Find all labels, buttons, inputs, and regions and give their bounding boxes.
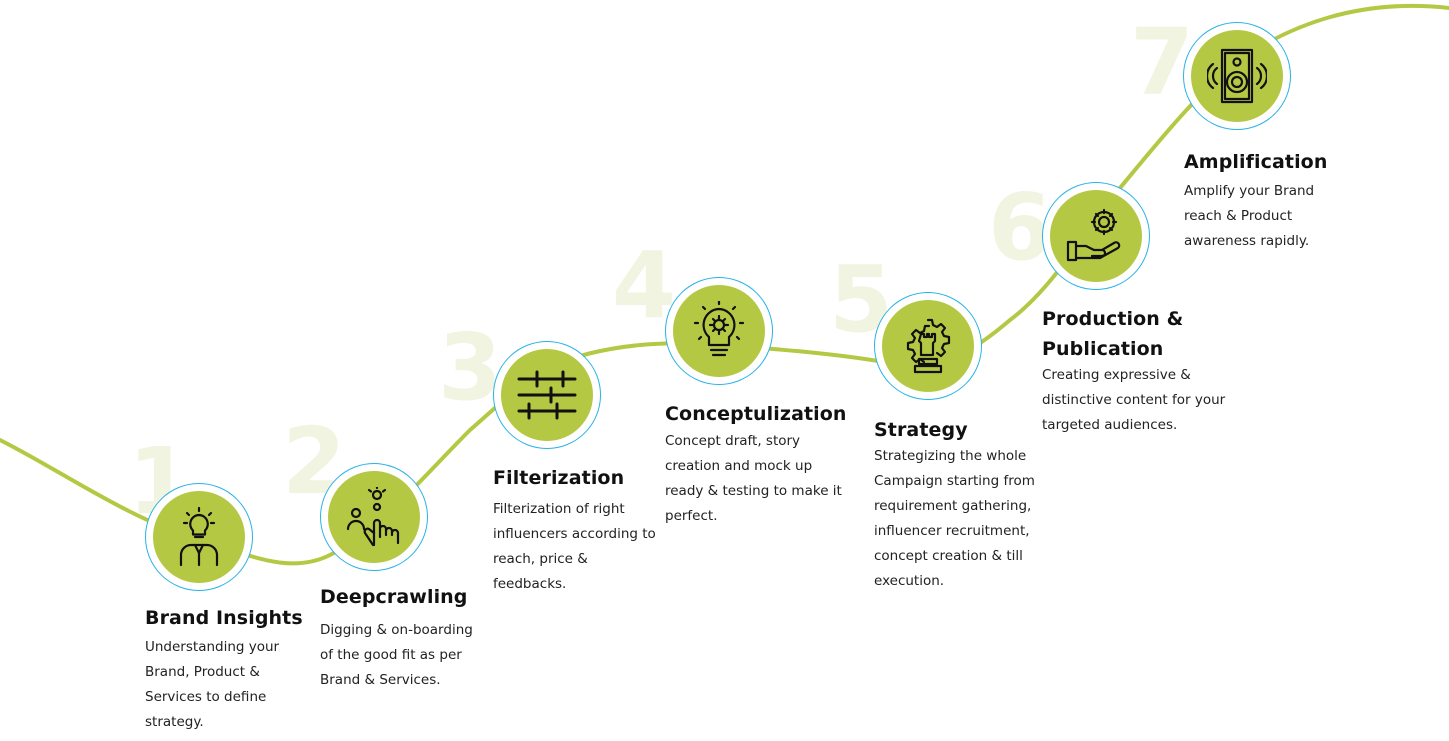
step-3-number: 3 xyxy=(438,314,503,421)
step-5-title: Strategy xyxy=(874,419,968,441)
step-6-title: Production & Publication xyxy=(1042,308,1184,360)
lightbulb-gear-icon xyxy=(693,301,745,357)
step-6-description: Creating expressive & distinctive conten… xyxy=(1042,367,1226,433)
gear-chess-rook-icon xyxy=(906,318,951,374)
idea-person-icon xyxy=(179,507,219,567)
speaker-icon xyxy=(1207,48,1267,104)
step-7-title: Amplification xyxy=(1184,151,1328,173)
step-5-description: Strategizing the whole Campaign starting… xyxy=(874,448,1035,589)
step-7-node xyxy=(1183,22,1291,130)
step-2-description: Digging & on-boarding of the good fit as… xyxy=(320,622,473,688)
step-4-node xyxy=(665,277,773,385)
step-3-node xyxy=(493,341,601,449)
step-2-node xyxy=(320,463,428,571)
step-6-node xyxy=(1042,182,1150,290)
step-1-description: Understanding your Brand, Product & Serv… xyxy=(145,639,280,730)
step-7-number: 7 xyxy=(1130,9,1195,116)
hand-gear-icon xyxy=(1066,208,1121,262)
hand-touch-people-icon xyxy=(346,487,400,547)
step-3-description: Filterization of right influencers accor… xyxy=(493,501,656,592)
step-2-title: Deepcrawling xyxy=(320,586,468,608)
step-4-description: Concept draft, story creation and mock u… xyxy=(665,433,842,524)
step-6-number: 6 xyxy=(988,174,1053,281)
step-1-node xyxy=(145,483,253,591)
step-1-title: Brand Insights xyxy=(145,607,303,629)
sliders-icon xyxy=(517,370,577,420)
step-4-title: Conceptulization xyxy=(665,403,847,425)
step-3-title: Filterization xyxy=(493,467,625,489)
step-4-number: 4 xyxy=(612,232,677,339)
step-5-node xyxy=(874,292,982,400)
step-7-description: Amplify your Brand reach & Product aware… xyxy=(1184,183,1315,249)
